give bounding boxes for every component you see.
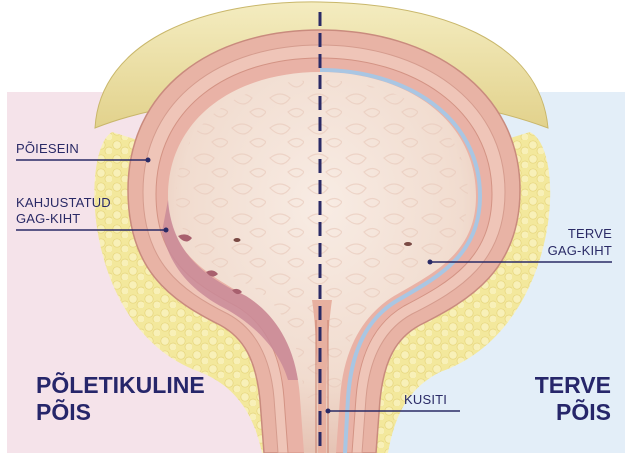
ureter-orifice-left: [234, 238, 241, 242]
label-healthy-gag-line-2: GAG-KIHT: [548, 243, 612, 258]
title-healthy-line-1: TERVE: [535, 372, 611, 399]
label-bladder-wall: PÕIESEIN: [16, 141, 79, 156]
leader-dot-urethra: [326, 409, 331, 414]
label-healthy-gag-line-1: TERVE: [568, 226, 612, 241]
leader-dot-healthy-gag: [428, 260, 433, 265]
title-healthy-line-2: PÕIS: [556, 399, 611, 426]
ureter-orifice-right: [404, 242, 412, 246]
title-inflamed-line-2: PÕIS: [36, 399, 91, 426]
label-damaged-gag-line-2: GAG-KIHT: [16, 211, 80, 226]
leader-dot-bladder-wall: [146, 158, 151, 163]
label-urethra: KUSITI: [404, 392, 447, 407]
leader-dot-damaged-gag: [164, 228, 169, 233]
label-damaged-gag-line-1: KAHJUSTATUD: [16, 195, 111, 210]
title-inflamed-line-1: PÕLETIKULINE: [36, 372, 205, 399]
